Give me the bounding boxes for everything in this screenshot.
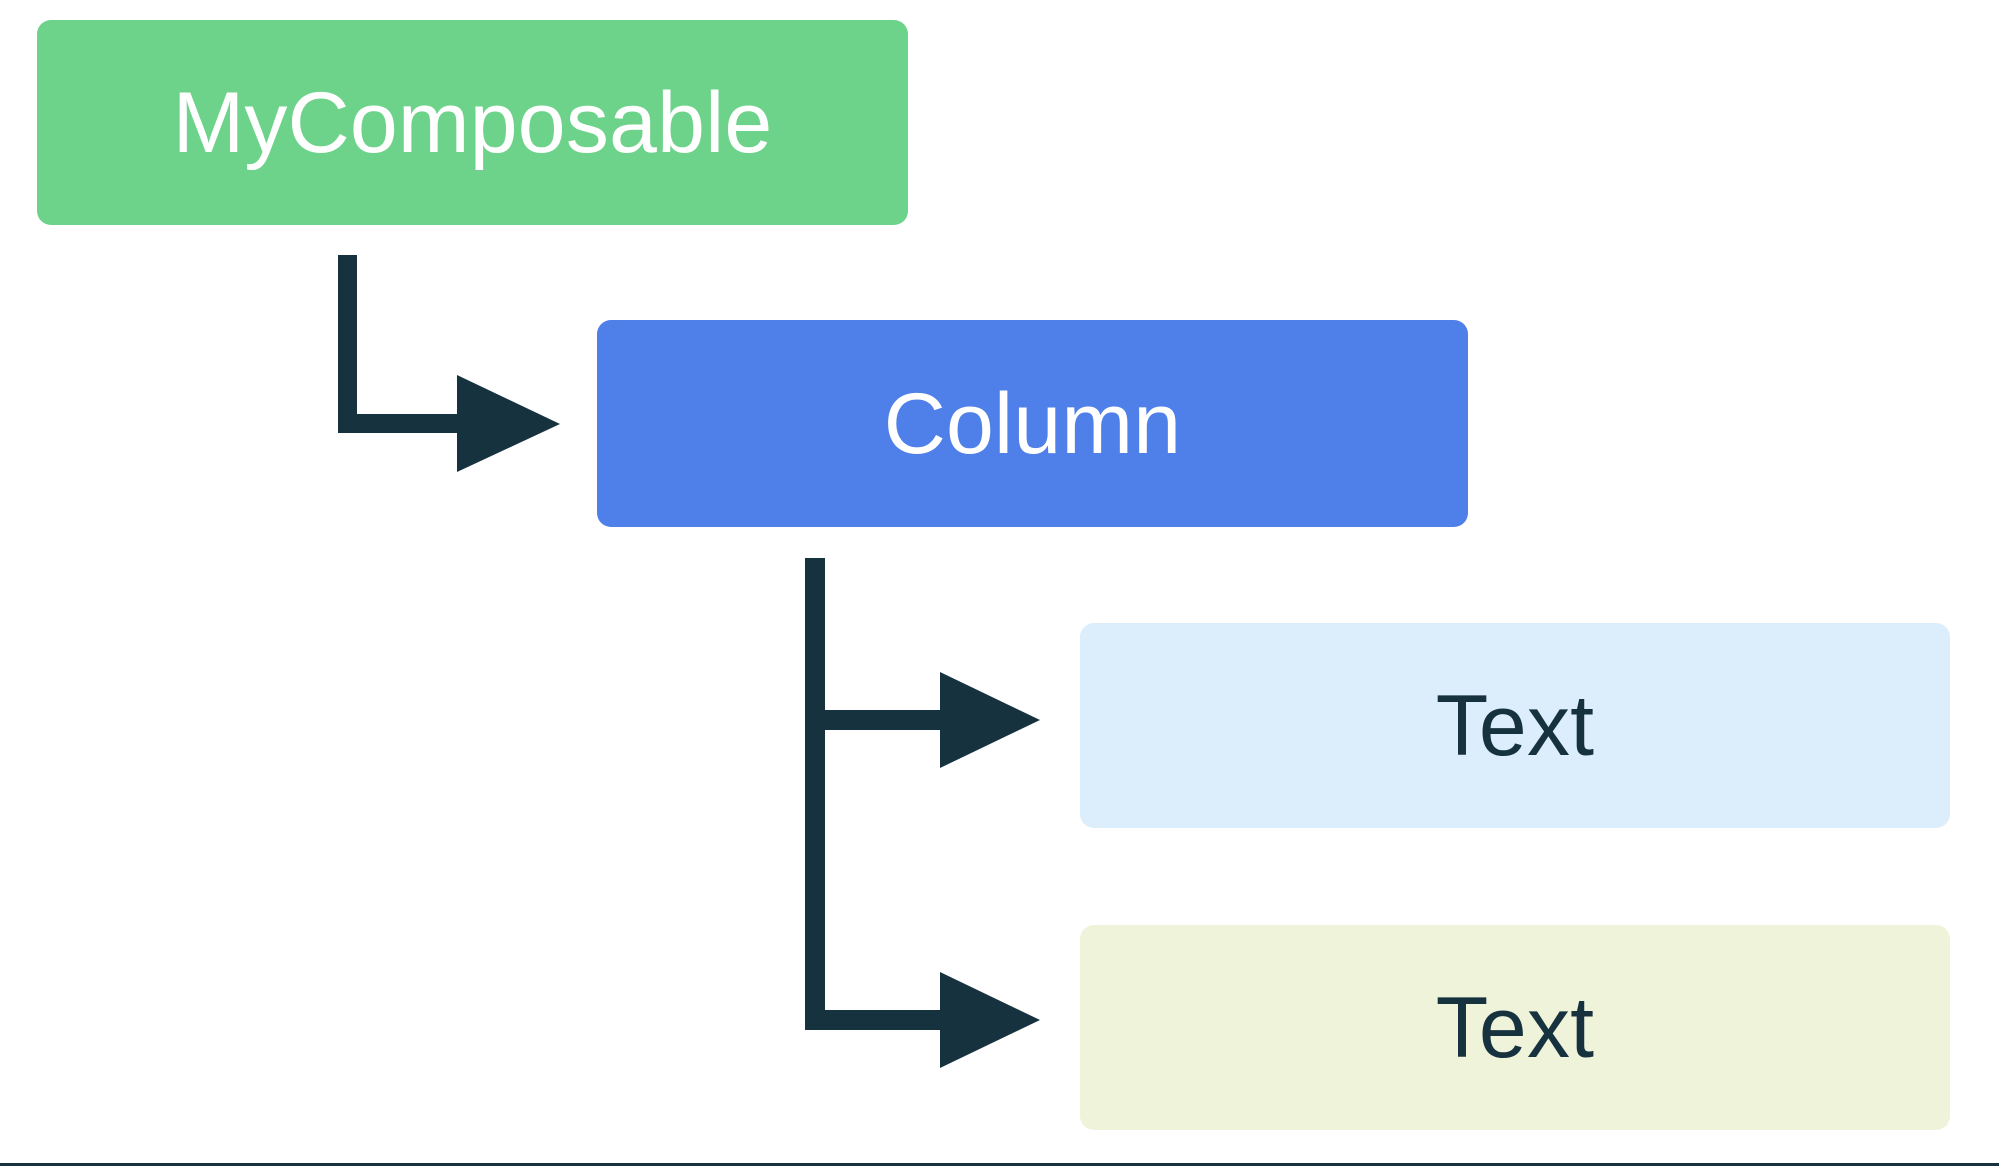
node-text-2-label: Text [1435,979,1595,1076]
edge-root-to-column [338,255,560,472]
node-mycomposable[interactable]: MyComposable [37,20,908,225]
bottom-divider [0,1163,1999,1166]
node-column-label: Column [883,375,1182,472]
edge-column-to-text-2 [805,972,1040,1068]
node-text-1-label: Text [1435,677,1595,774]
node-column[interactable]: Column [597,320,1468,527]
node-text-2[interactable]: Text [1080,925,1950,1130]
node-mycomposable-label: MyComposable [172,74,773,171]
node-text-1[interactable]: Text [1080,623,1950,828]
edge-column-to-text-1 [805,558,1040,1030]
